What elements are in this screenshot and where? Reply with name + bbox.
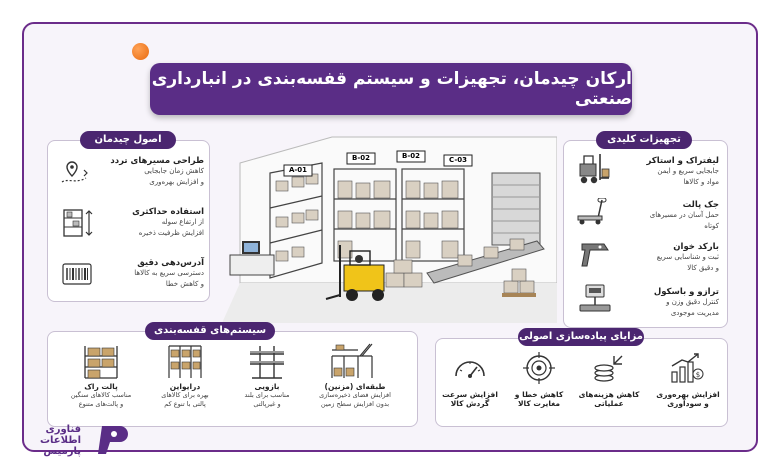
item-desc: و افزایش بهره‌وری <box>149 178 204 186</box>
cantilever-rack-icon <box>248 344 286 384</box>
aisle-label-c03: C-03 <box>449 156 467 164</box>
item-desc: و پالت‌های متنوع <box>78 400 124 408</box>
item-title: کاهش خطا و <box>514 390 564 399</box>
item-title: افزایش بهره‌وری <box>656 390 720 399</box>
growth-chart-icon: $ <box>668 352 704 388</box>
speedometer-icon <box>452 352 488 386</box>
item-title-2: عملیاتی <box>594 399 624 408</box>
item-title: پالت راک <box>84 382 118 391</box>
item-desc: مناسب کالاهای سنگین <box>70 391 132 399</box>
item-title-2: مغایرت کالا <box>517 399 561 408</box>
drive-in-rack-icon <box>166 344 204 384</box>
warehouse-illustration: A-01 B-02 B-02 C-03 <box>222 133 558 323</box>
item-desc: کنترل دقیق وزن و <box>666 298 719 306</box>
item-desc: مناسب برای بلند <box>244 391 290 399</box>
item-title: ترازو و باسکول <box>653 287 719 297</box>
aisle-label-b02: B-02 <box>352 154 370 162</box>
mezzanine-icon <box>330 342 374 384</box>
logo-line-1: فناوری <box>45 424 82 435</box>
item-title: آدرس‌دهی دقیق <box>137 258 204 268</box>
item-title: بارکد خوان <box>673 242 719 252</box>
shelving-item-mezzanine: طبقه‌ای (مزنین) افزایش فضای ذخیره‌سازی ب… <box>306 382 404 409</box>
layout-principles-heading: اصول چیدمان <box>80 131 176 149</box>
page-title: ارکان چیدمان، تجهیزات و سیستم قفسه‌بندی … <box>150 63 632 115</box>
item-title: بازویی <box>254 382 280 391</box>
shelving-item-cantilever: بازویی مناسب برای بلند و غیرپالتی <box>230 382 304 409</box>
company-logo <box>40 420 130 460</box>
pallet-jack-icon <box>576 197 612 230</box>
aisle-label-a01: A-01 <box>288 166 308 174</box>
item-desc: کوتاه <box>704 222 719 230</box>
equipment-item-forklift: لیفتراک و استاکر جابجایی سریع و ایمن موا… <box>614 156 719 188</box>
item-title: جک پالت <box>682 200 719 210</box>
item-desc: بهره برای کالاهای <box>161 391 209 399</box>
benefit-item-cost: کاهش هزینه‌های عملیاتی <box>575 390 643 408</box>
item-title: کاهش هزینه‌های <box>578 390 640 399</box>
shelving-item-pallet-rack: پالت راک مناسب کالاهای سنگین و پالت‌های … <box>64 382 138 409</box>
item-desc: از ارتفاع سوله <box>161 218 204 226</box>
logo-text: فناوری اطلاعات پارمیس <box>40 424 81 457</box>
item-desc: دسترسی سریع به کالاها <box>134 269 204 277</box>
logo-line-3: پارمیس <box>43 446 82 457</box>
item-title: درایواین <box>169 382 201 391</box>
item-title: افزایش سرعت <box>442 390 498 399</box>
equipment-item-pallet-jack: جک پالت حمل آسان در مسیرهای کوتاه <box>614 200 719 232</box>
decorative-dot <box>132 43 149 60</box>
logo-line-2: اطلاعات <box>40 435 82 446</box>
coins-icon <box>592 352 626 388</box>
benefit-item-speed: افزایش سرعت گردش کالا <box>436 390 504 408</box>
aisle-label-b02-2: B-02 <box>402 152 420 160</box>
item-desc: جابجایی سریع و ایمن <box>657 167 719 175</box>
equipment-heading: تجهیزات کلیدی <box>596 131 692 149</box>
vertical-rack-icon <box>60 208 94 242</box>
benefits-heading: مزایای پیاده‌سازی اصولی <box>518 328 644 346</box>
item-desc: کاهش زمان جابجایی <box>144 167 204 175</box>
item-desc: افزایش ظرفیت ذخیره <box>138 229 204 237</box>
pallet-rack-icon <box>82 344 120 384</box>
barcode-icon <box>62 263 92 289</box>
target-icon <box>522 352 556 388</box>
item-desc: افزایش فضای ذخیره‌سازی <box>319 391 391 399</box>
equipment-item-scanner: بارکد خوان ثبت و شناسایی سریع و دقیق کال… <box>614 242 719 274</box>
item-desc: مواد و کالاها <box>683 178 719 186</box>
layout-item-height: استفاده حداکثری از ارتفاع سوله افزایش ظر… <box>96 207 204 239</box>
forklift-icon <box>576 152 612 190</box>
layout-item-addressing: آدرس‌دهی دقیق دسترسی سریع به کالاها و کا… <box>96 258 204 290</box>
item-desc: حمل آسان در مسیرهای <box>649 211 719 219</box>
item-title: طراحی مسیرهای تردد <box>110 156 204 166</box>
barcode-scanner-icon <box>578 238 612 274</box>
shelving-panel <box>47 331 418 427</box>
item-desc: بدون افزایش سطح زمین <box>320 400 390 408</box>
item-title-2: و سودآوری <box>667 399 709 408</box>
item-desc: پالتی با تنوع کم <box>164 400 206 408</box>
layout-item-routes: طراحی مسیرهای تردد کاهش زمان جابجایی و ا… <box>96 156 204 188</box>
item-title: لیفتراک و استاکر <box>646 156 719 166</box>
item-desc: ثبت و شناسایی سریع <box>656 253 719 261</box>
item-desc: و غیرپالتی <box>253 400 281 408</box>
item-title: طبقه‌ای (مزنین) <box>324 382 386 391</box>
item-desc: و کاهش خطا <box>165 280 204 288</box>
benefit-item-productivity: افزایش بهره‌وری و سودآوری <box>652 390 724 408</box>
item-desc: و دقیق کالا <box>687 264 719 272</box>
svg-text:$: $ <box>696 371 700 379</box>
equipment-item-scale: ترازو و باسکول کنترل دقیق وزن و مدیریت م… <box>614 287 719 319</box>
item-desc: مدیریت موجودی <box>670 309 719 317</box>
route-pin-icon <box>58 158 92 190</box>
shelving-heading: سیستم‌های قفسه‌بندی <box>145 322 275 340</box>
shelving-item-drive-in: درایواین بهره برای کالاهای پالتی با تنوع… <box>148 382 222 409</box>
item-title-2: گردش کالا <box>450 399 490 408</box>
benefits-panel <box>435 338 728 427</box>
benefit-item-error: کاهش خطا و مغایرت کالا <box>505 390 573 408</box>
scale-icon <box>578 283 612 319</box>
item-title: استفاده حداکثری <box>132 207 204 217</box>
